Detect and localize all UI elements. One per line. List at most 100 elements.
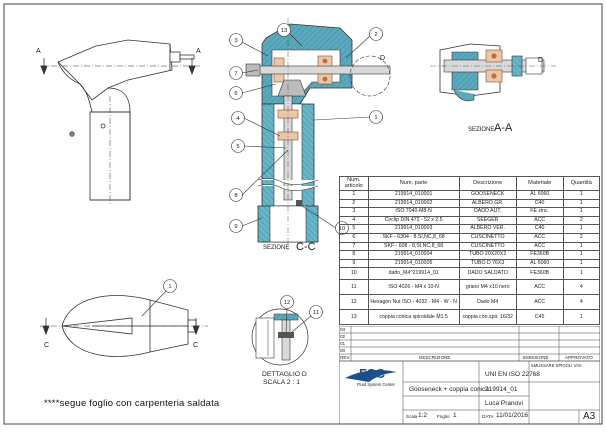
bom-cell: 9 bbox=[339, 258, 369, 269]
balloon-3 bbox=[229, 33, 243, 47]
gooseneck-side-view bbox=[40, 39, 200, 206]
balloon-3-text: 3 bbox=[234, 38, 237, 44]
bom-cell: GOOSENECK bbox=[458, 190, 517, 200]
detail-marker: D bbox=[380, 55, 385, 62]
bom-cell: ISO 7040-M8-N bbox=[367, 207, 460, 217]
bom-cell: dado_M4^219914_01 bbox=[367, 267, 460, 281]
bom-cell: ACC bbox=[515, 241, 564, 252]
bom-cell: ALBERO GR. bbox=[458, 198, 517, 209]
bom-cell: 1 bbox=[562, 198, 601, 209]
smussi-note: SMUSSARE SPIGOLI VIVI bbox=[531, 363, 582, 368]
bom-cell: 6 bbox=[339, 232, 369, 243]
bom-cell: FE360B bbox=[515, 267, 564, 281]
rev-00: 00 bbox=[340, 348, 346, 353]
bom-cell: 1 bbox=[562, 207, 601, 217]
drawing-title: Gooseneck + coppia conica bbox=[409, 386, 490, 393]
bill-of-materials: Num. articolo Num. parte Descrizione Mat… bbox=[339, 176, 601, 326]
bom-cell: 1 bbox=[562, 267, 601, 281]
bom-cell: 7 bbox=[339, 241, 369, 252]
bom-cell: FE zinc. bbox=[515, 207, 564, 217]
bom-cell: DADO AUT. bbox=[458, 207, 517, 217]
bom-header-num: Num. articolo bbox=[339, 176, 369, 191]
bom-cell: ALBERO VER. bbox=[458, 224, 517, 234]
balloon-7-text: 7 bbox=[234, 71, 237, 77]
detail-d-view bbox=[251, 308, 309, 366]
bom-cell: ACC bbox=[515, 279, 564, 296]
section-cc-label: SEZIONE bbox=[263, 245, 289, 251]
bom-cell: SEEGER bbox=[458, 215, 517, 226]
company-logo: FSC bbox=[359, 366, 385, 381]
rev-label: REV. bbox=[340, 355, 351, 360]
bom-cell: 5 bbox=[339, 224, 369, 234]
bom-cell: 2 bbox=[339, 198, 369, 209]
balloon-11 bbox=[309, 305, 323, 319]
bom-cell: 3 bbox=[339, 207, 369, 217]
emissione-label: EMISSIONE bbox=[523, 355, 549, 360]
bom-cell: DADO SALDATO bbox=[458, 267, 517, 281]
detail-d-circle bbox=[349, 55, 391, 97]
bom-cell: coppia conica spiroidale M1.5 bbox=[367, 309, 460, 326]
bom-cell: 219914_010004 bbox=[367, 250, 460, 260]
cut-line-a bbox=[40, 58, 196, 76]
cut-label-c-left: C bbox=[44, 342, 49, 349]
detail-d-label: DETTAGLIO D bbox=[262, 371, 307, 378]
balloon-2 bbox=[369, 27, 383, 41]
bom-cell: C40 bbox=[515, 224, 564, 234]
section-aa-view bbox=[430, 43, 556, 102]
date-value: 11/01/2016 bbox=[496, 412, 529, 419]
bom-cell: AL 6060 bbox=[515, 190, 564, 200]
bom-cell: 4 bbox=[339, 215, 369, 226]
balloon-8-text: 8 bbox=[234, 193, 237, 199]
bom-cell: 219914_010002 bbox=[367, 198, 460, 209]
balloon-11-text: 11 bbox=[313, 310, 319, 316]
bom-cell: CUSCINETTO bbox=[458, 232, 517, 243]
cut-label-a-left: A bbox=[36, 48, 41, 55]
bom-cell: 8 bbox=[339, 250, 369, 260]
bom-cell: 1 bbox=[562, 309, 601, 326]
balloon-13-text: 13 bbox=[281, 28, 287, 34]
rev-01: 01 bbox=[340, 341, 346, 346]
bom-cell: 12 bbox=[339, 294, 369, 311]
section-aa-detail-marker: D bbox=[538, 57, 543, 64]
detail-d-scale: SCALA 2 : 1 bbox=[263, 379, 300, 386]
balloon-1-front bbox=[163, 279, 177, 293]
bom-cell: 1 bbox=[339, 190, 369, 200]
bom-cell: Circlip DIN 472 - 52 x 2.5 bbox=[367, 215, 460, 226]
cut-label-a-right: A bbox=[196, 48, 201, 55]
bom-cell: Hexagon Nut ISO - 4032 - M4 - W - N bbox=[367, 294, 460, 311]
bom-cell: 2 bbox=[562, 215, 601, 226]
sheet-border bbox=[3, 3, 603, 425]
descrizione-label: DESCRIZIONE bbox=[419, 355, 451, 360]
bom-cell: SKF - 6304 - 8,SI,NC,8_68 bbox=[367, 232, 460, 243]
bom-cell: CUSCINETTO bbox=[458, 241, 517, 252]
bom-cell: 219914_010003 bbox=[367, 224, 460, 234]
section-aa-letter: A-A bbox=[494, 122, 513, 134]
title-block-grid bbox=[339, 326, 600, 424]
drawn-by: Luca Pranovi bbox=[485, 400, 523, 407]
sheet-format: A3 bbox=[583, 411, 596, 422]
rev-03: 03 bbox=[340, 327, 346, 332]
bom-cell: grano M4 x10 nero bbox=[458, 279, 517, 296]
bom-cell: AL 6060 bbox=[515, 258, 564, 269]
bom-cell: ACC bbox=[515, 215, 564, 226]
sheet-note: ****segue foglio con carpenteria saldata bbox=[44, 398, 220, 409]
balloon-12-text: 12 bbox=[284, 300, 290, 306]
bom-cell: C45 bbox=[515, 309, 564, 326]
bom-cell: Dado M4 bbox=[458, 294, 517, 311]
bom-cell: ACC bbox=[515, 294, 564, 311]
company-sub: Fluid System Center bbox=[357, 382, 395, 387]
section-aa-label: SEZIONE bbox=[468, 127, 494, 133]
bom-cell: TUBO D 76X3 bbox=[458, 258, 517, 269]
